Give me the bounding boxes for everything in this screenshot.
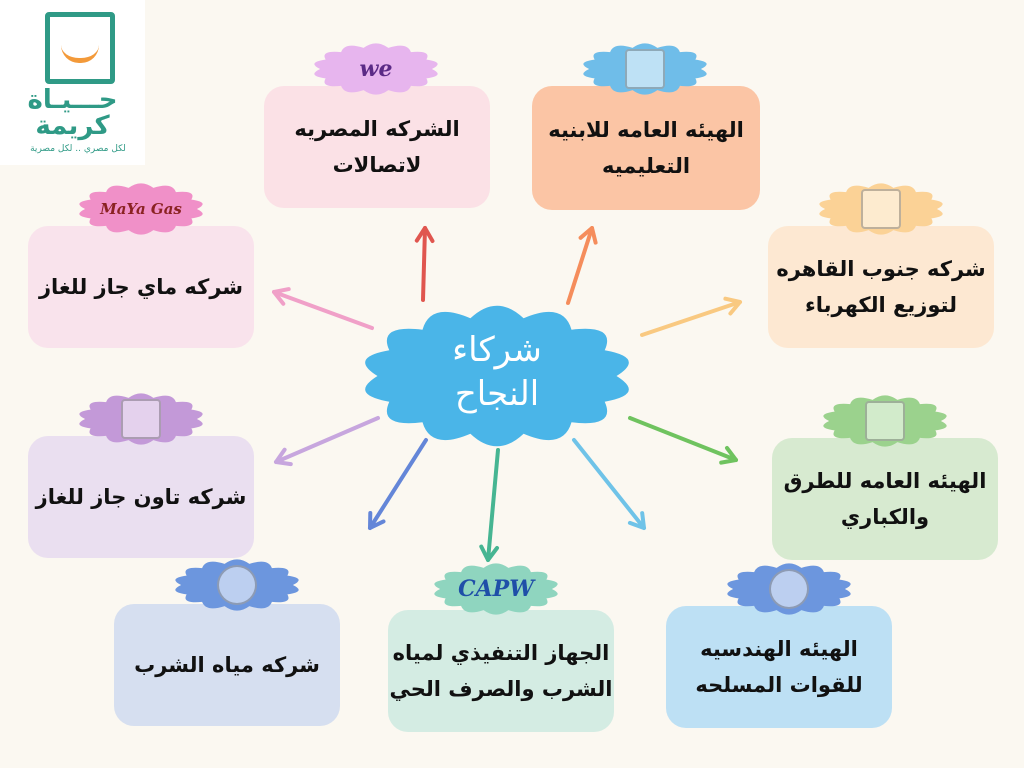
partner-card-8: شركه ماي جاز للغاز [28, 226, 254, 348]
smile-icon [61, 45, 99, 63]
partner-name-line2: الشرب والصرف الحي [389, 677, 613, 701]
arrow-head-5 [479, 544, 499, 562]
partner-name-3: الهيئه العامه للطرق والكباري [784, 463, 987, 535]
partner-name-line2: التعليميه [601, 154, 691, 178]
partner-logo-bubble-7 [70, 386, 212, 452]
arrow-head-3 [719, 446, 738, 465]
arrow-line-4 [572, 438, 646, 530]
partner-logo-bubble-3 [814, 388, 956, 454]
arrow-line-2 [640, 300, 742, 337]
partner-logo-icon [861, 189, 901, 229]
arrow-line-1 [566, 226, 594, 305]
partner-logo-icon [769, 569, 809, 609]
partner-logo-icon: MaYa Gas [100, 200, 182, 218]
partner-logo-bubble-5: CAPW [425, 556, 567, 622]
partner-name-2: شركه جنوب القاهره لتوزيع الكهرباء [776, 251, 985, 323]
partner-name-line2: لاتصالات [332, 153, 422, 177]
partner-card-2: شركه جنوب القاهره لتوزيع الكهرباء [768, 226, 994, 348]
arrow-line-6 [368, 438, 428, 530]
center-title-line1: شركاء [452, 330, 542, 370]
arrow-head-0 [414, 226, 435, 243]
partner-name-line1: شركه جنوب القاهره [776, 257, 986, 281]
arrow-head-7 [274, 447, 293, 467]
arrow-line-0 [421, 226, 427, 302]
partner-name-0: الشركه المصريه لاتصالات [294, 111, 459, 183]
center-cloud-icon [365, 305, 629, 447]
arrow-head-1 [578, 226, 598, 245]
partner-logo-bubble-2 [810, 176, 952, 242]
arrow-head-2 [723, 296, 742, 316]
arrow-line-5 [486, 448, 500, 562]
partner-name-1: الهيئه العامه للابنيه التعليميه [548, 112, 744, 184]
partner-logo-icon [625, 49, 665, 89]
partner-name-line1: الجهاز التنفيذي لمياه [392, 641, 610, 665]
cloud-icon [434, 563, 558, 615]
partner-card-3: الهيئه العامه للطرق والكباري [772, 438, 998, 560]
partner-logo-bubble-4 [718, 556, 860, 622]
partner-name-line1: الهيئه العامه للابنيه [548, 118, 744, 142]
center-title-line2: النجاح [454, 374, 540, 414]
brand-tagline: لكل مصري .. لكل مصرية [30, 144, 126, 154]
partner-logo-bubble-6 [166, 552, 308, 618]
partner-logo-bubble-8: MaYa Gas [70, 176, 212, 242]
partner-name-line1: الشركه المصريه [294, 117, 460, 141]
center-cloud-shape [365, 305, 629, 447]
cloud-icon [79, 183, 203, 235]
partner-card-5: الجهاز التنفيذي لمياه الشرب والصرف الحي [388, 610, 614, 732]
partner-name-line2: والكباري [840, 505, 930, 529]
partner-logo-bubble-0: we [305, 36, 447, 102]
partner-name-6: شركه مياه الشرب [134, 647, 320, 683]
partner-name-line1: الهيئه الهندسيه [700, 637, 858, 661]
center-title: شركاء النجاح [352, 328, 642, 416]
partner-name-8: شركه ماي جاز للغاز [39, 269, 243, 305]
arrow-head-4 [627, 511, 646, 530]
partner-logo-icon: we [359, 56, 393, 82]
partner-name-line1: شركه ماي جاز للغاز [38, 275, 244, 299]
partner-logo-icon [121, 399, 161, 439]
partner-logo-bubble-1 [574, 36, 716, 102]
partner-logo-icon [217, 565, 257, 605]
arrow-head-6 [368, 511, 386, 530]
arrow-head-8 [272, 287, 291, 306]
partner-name-line1: شركه تاون جاز للغاز [35, 485, 247, 509]
partner-name-4: الهيئه الهندسيه للقوات المسلحه [695, 631, 862, 703]
center-cloud: شركاء النجاح [352, 296, 642, 456]
partner-card-7: شركه تاون جاز للغاز [28, 436, 254, 558]
brand-name-line1: حـــيـاة [27, 85, 118, 115]
partner-card-4: الهيئه الهندسيه للقوات المسلحه [666, 606, 892, 728]
partner-name-5: الجهاز التنفيذي لمياه الشرب والصرف الحي [390, 635, 613, 707]
partner-card-0: الشركه المصريه لاتصالات [264, 86, 490, 208]
arrow-line-8 [272, 290, 374, 330]
partner-logo-icon: CAPW [458, 576, 534, 602]
brand-logo: حـــيـاة كريمة لكل مصري .. لكل مصرية [0, 0, 145, 165]
partner-card-1: الهيئه العامه للابنيه التعليميه [532, 86, 760, 210]
partner-name-line2: للقوات المسلحه [695, 673, 863, 697]
partner-card-6: شركه مياه الشرب [114, 604, 340, 726]
arrow-line-7 [274, 416, 380, 464]
cloud-icon [314, 43, 438, 95]
brand-name-line2: كريمة [35, 111, 110, 141]
arrow-line-3 [628, 416, 738, 462]
partner-name-line2: لتوزيع الكهرباء [805, 293, 957, 317]
partner-name-7: شركه تاون جاز للغاز [36, 479, 247, 515]
partner-name-line1: شركه مياه الشرب [134, 653, 320, 677]
partner-name-line1: الهيئه العامه للطرق [783, 469, 987, 493]
brand-frame-icon [45, 12, 115, 84]
partner-logo-icon [865, 401, 905, 441]
